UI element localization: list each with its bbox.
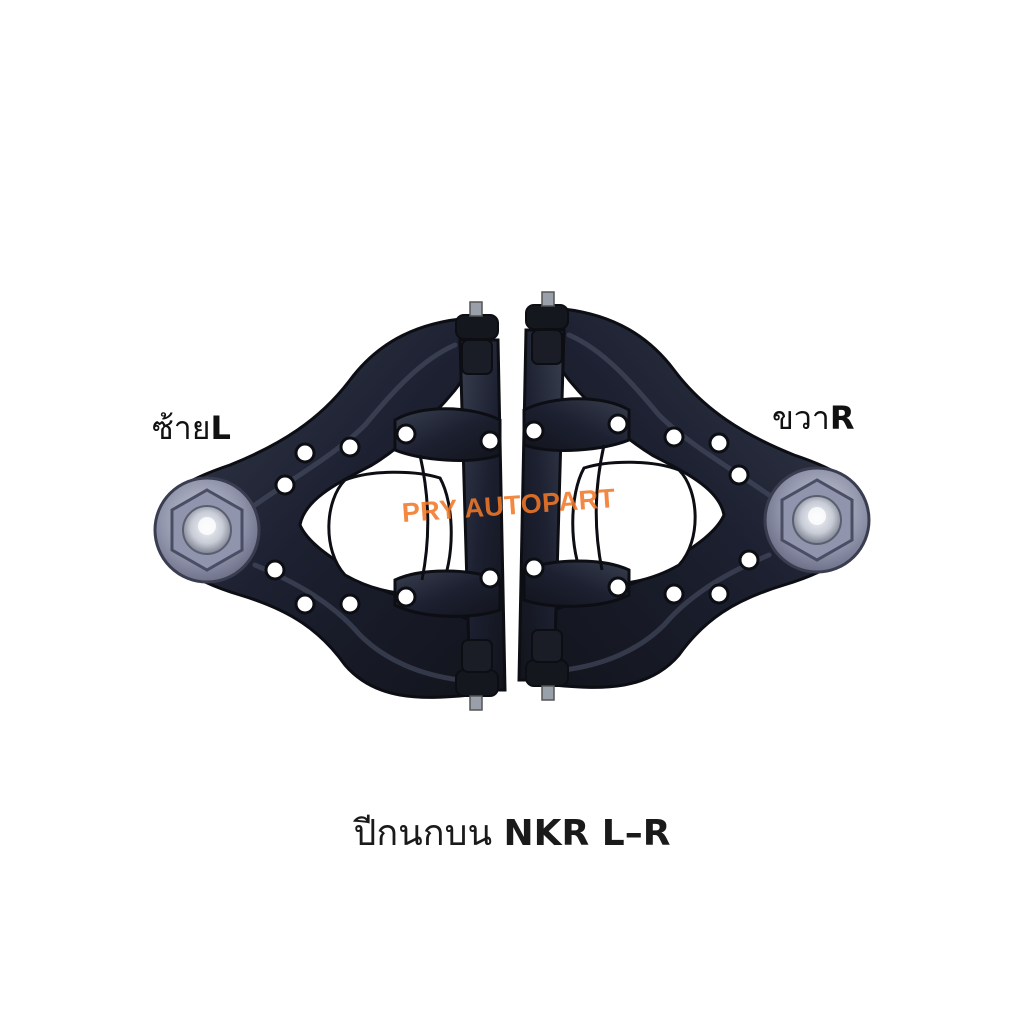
right-side-label-thai: ขวา: [772, 399, 830, 437]
left-side-label: ซ้ายL: [152, 412, 231, 444]
right-side-label-letter: R: [829, 399, 855, 437]
product-caption: ปีกนกบน NKR L–R: [0, 804, 1024, 861]
left-side-label-thai: ซ้าย: [152, 409, 211, 447]
right-side-label: ขวาR: [772, 402, 854, 434]
left-side-label-letter: L: [210, 409, 231, 447]
caption-model: NKR L–R: [503, 813, 671, 854]
caption-prefix: ปีกนกบน: [353, 813, 493, 854]
